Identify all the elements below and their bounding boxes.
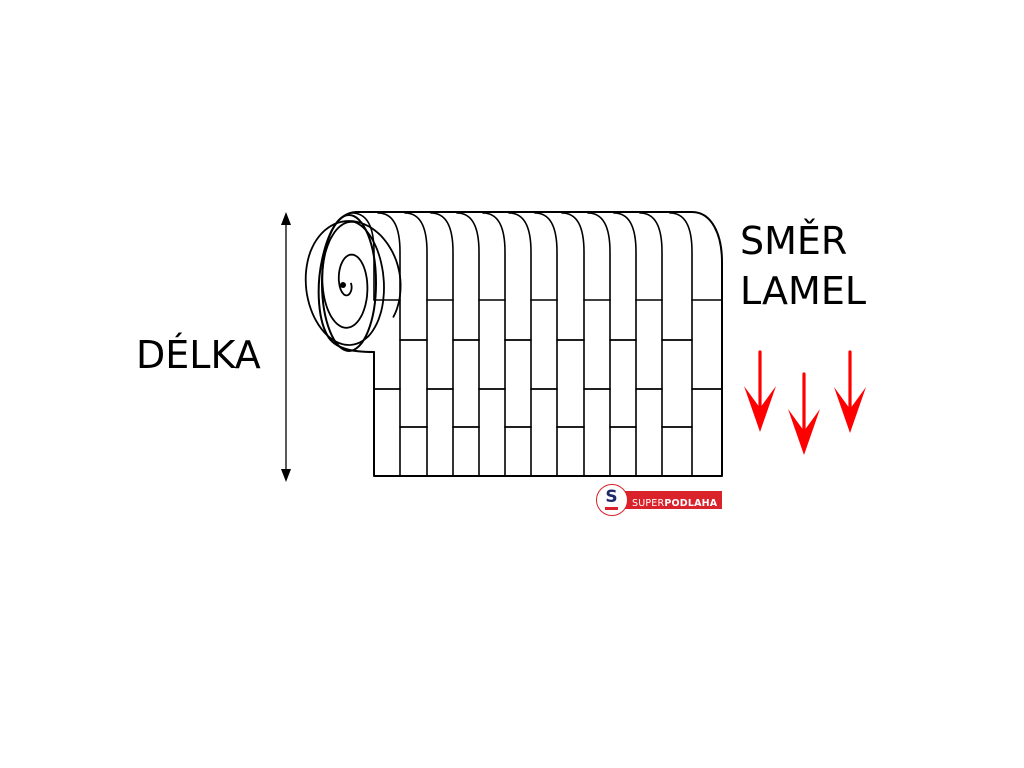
slat-curve: [534, 212, 558, 301]
direction-arrow-2-icon: [788, 372, 820, 455]
logo-word-super: SUPER: [632, 498, 665, 509]
slat-curve: [404, 212, 428, 301]
arrow-head: [834, 387, 866, 433]
direction-arrow-1-icon: [744, 350, 776, 432]
slat-curve: [639, 212, 663, 301]
roll-outline: [317, 211, 723, 353]
logo-band: SUPERPODLAHA: [622, 491, 722, 509]
arrow-head: [788, 409, 820, 455]
slat-curve: [561, 212, 585, 301]
logo-underline: [605, 507, 618, 510]
slat-curve: [351, 212, 375, 301]
flooring-roll: [304, 211, 723, 353]
direction-arrows: [744, 350, 866, 455]
direction-arrow-3-icon: [834, 350, 866, 433]
direction-label-line2: LAMEL: [740, 269, 867, 313]
superpodlaha-logo: SUPERPODLAHA S: [596, 484, 722, 516]
flooring-planks: [351, 212, 723, 477]
slat-curve: [377, 212, 401, 301]
slat-curve: [430, 212, 454, 301]
floor-outline: [373, 299, 723, 477]
slat-curve: [482, 212, 506, 301]
logo-word-podlaha: PODLAHA: [664, 498, 718, 509]
length-dimension-arrow-icon: [281, 212, 291, 482]
arrow-head: [744, 386, 776, 432]
slat-curve: [669, 212, 693, 301]
direction-label-line1: SMĚR: [740, 219, 848, 263]
dimension-arrowhead-top: [281, 212, 291, 225]
roll-spiral: [304, 220, 402, 346]
logo-letter: S: [605, 487, 618, 507]
slat-curve: [587, 212, 611, 301]
slat-curve: [456, 212, 480, 301]
roll-core: [340, 282, 346, 288]
length-label: DÉLKA: [136, 333, 261, 377]
slat-curve: [508, 212, 532, 301]
logo-badge-icon: S: [596, 484, 628, 516]
dimension-arrowhead-bottom: [281, 469, 291, 482]
slat-curve: [613, 212, 637, 301]
